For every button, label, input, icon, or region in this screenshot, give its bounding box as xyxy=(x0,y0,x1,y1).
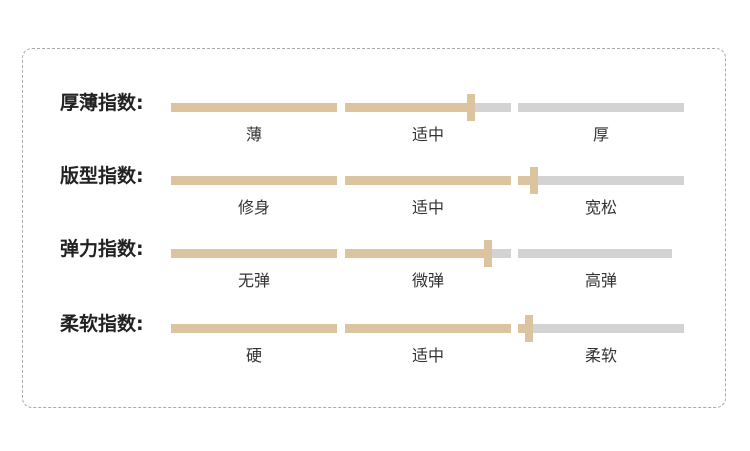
row-label: 柔软指数: xyxy=(60,313,144,335)
tick-label-low: 无弹 xyxy=(237,271,270,290)
row-fit: 版型指数: 修身 适中 宽松 xyxy=(0,165,750,236)
row-label: 弹力指数: xyxy=(60,238,144,260)
tick-label-low: 薄 xyxy=(245,125,262,144)
tick-label-high: 宽松 xyxy=(584,198,617,217)
track-segment-1 xyxy=(171,324,337,333)
tick-label-mid: 微弹 xyxy=(411,271,444,290)
track-segment-1 xyxy=(171,249,337,258)
track-segment-2 xyxy=(345,324,511,333)
track-segment-2 xyxy=(345,176,511,185)
tick-label-low: 修身 xyxy=(237,198,270,217)
track-segment-2 xyxy=(345,103,511,112)
tick-label-mid: 适中 xyxy=(411,125,444,144)
tick-label-mid: 适中 xyxy=(411,198,444,217)
level-marker[interactable] xyxy=(530,167,539,194)
track-segment-3 xyxy=(518,103,684,112)
tick-label-low: 硬 xyxy=(245,346,262,365)
row-softness: 柔软指数: 硬 适中 柔软 xyxy=(0,313,750,384)
level-marker[interactable] xyxy=(467,94,476,121)
track-segment-2 xyxy=(345,249,511,258)
track-segment-3 xyxy=(518,249,672,258)
level-marker[interactable] xyxy=(483,240,492,267)
track-segment-1 xyxy=(171,176,337,185)
level-marker[interactable] xyxy=(525,315,534,342)
tick-label-high: 柔软 xyxy=(584,346,617,365)
track-segment-3 xyxy=(518,176,684,185)
index-panel xyxy=(22,48,726,408)
row-label: 厚薄指数: xyxy=(60,92,144,114)
row-label: 版型指数: xyxy=(60,165,144,187)
track-segment-3 xyxy=(518,324,684,333)
row-elasticity: 弹力指数: 无弹 微弹 高弹 xyxy=(0,238,750,309)
tick-label-high: 高弹 xyxy=(584,271,617,290)
track-segment-1 xyxy=(171,103,337,112)
tick-label-high: 厚 xyxy=(592,125,609,144)
tick-label-mid: 适中 xyxy=(411,346,444,365)
row-thickness: 厚薄指数: 薄 适中 厚 xyxy=(0,92,750,163)
